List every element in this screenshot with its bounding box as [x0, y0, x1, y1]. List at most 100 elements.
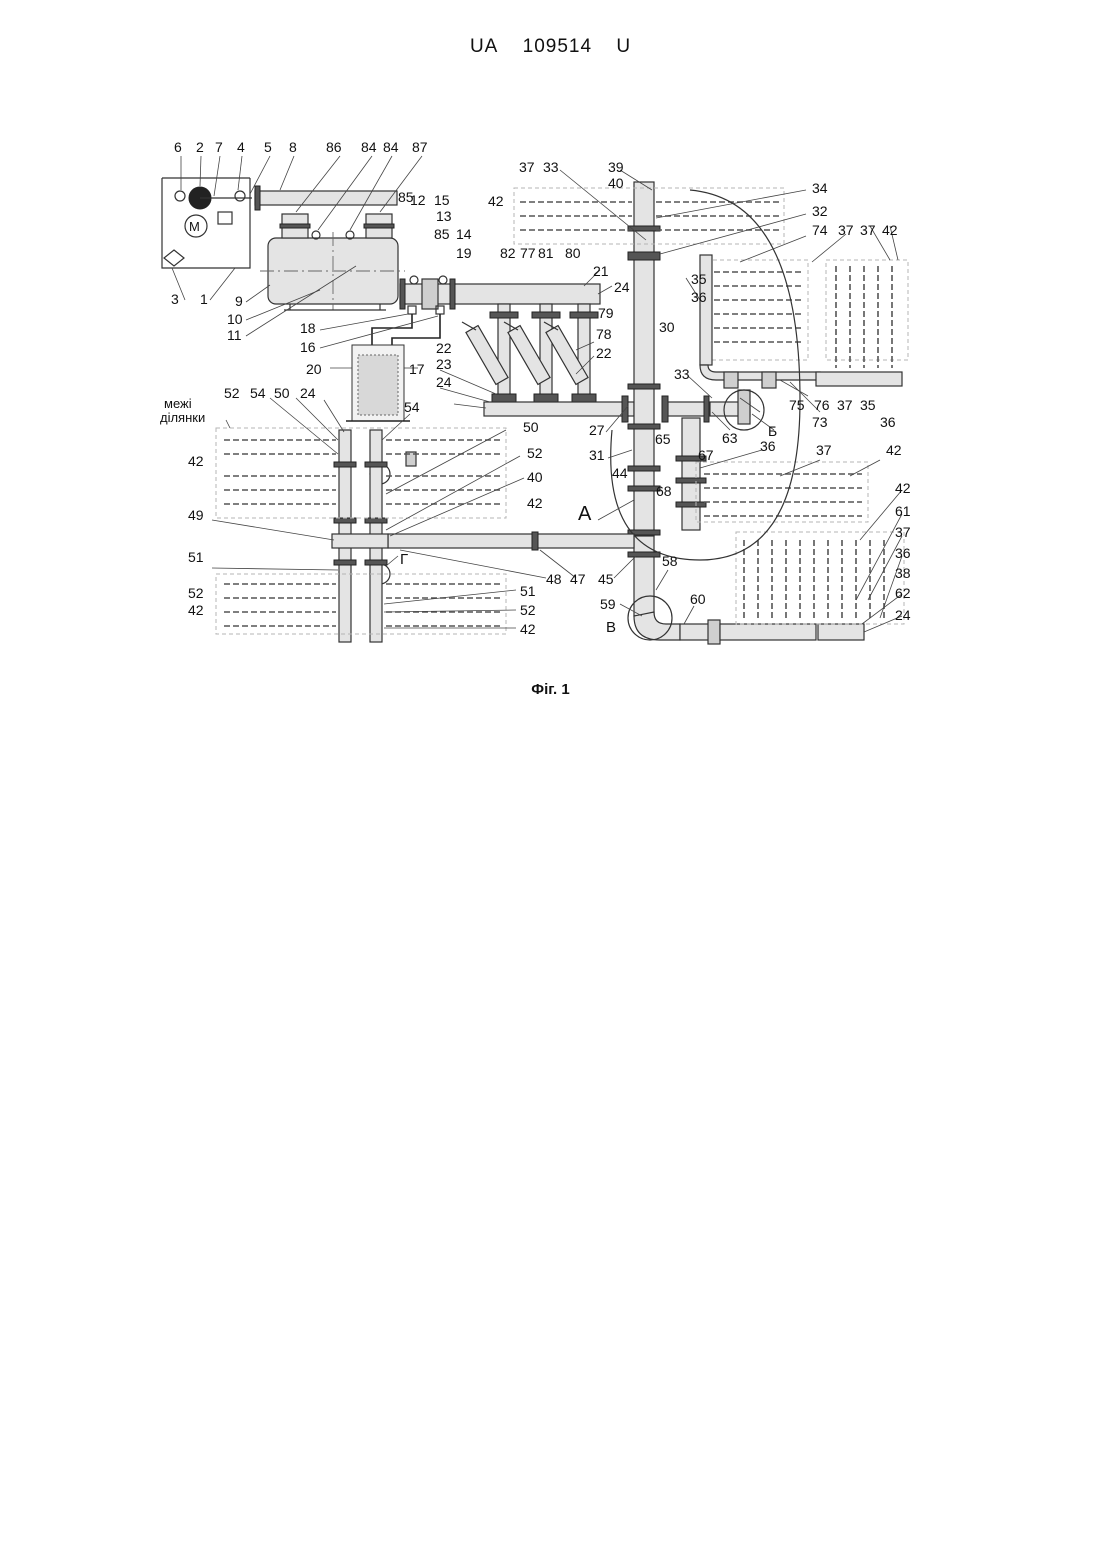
label-18: 18	[300, 320, 316, 336]
boundary-label-2: ділянки	[160, 410, 205, 425]
label-21: 21	[593, 263, 609, 279]
label-16: 16	[300, 339, 316, 355]
label-13: 13	[436, 208, 452, 224]
label-52: 52	[188, 585, 204, 601]
label-9: 9	[235, 293, 243, 309]
label-24: 24	[300, 385, 316, 401]
label-4: 4	[237, 139, 245, 155]
label-73: 73	[812, 414, 828, 430]
label-37: 37	[837, 397, 853, 413]
label-52: 52	[527, 445, 543, 461]
label-37: 37	[838, 222, 854, 238]
label-42: 42	[895, 480, 911, 496]
label-52: 52	[224, 385, 240, 401]
label-35: 35	[860, 397, 876, 413]
label-20: 20	[306, 361, 322, 377]
part-labels: 6 2 7 4 5 8 86 84 84 87 3 1 9 10 11 85 1…	[160, 139, 911, 637]
label-42: 42	[527, 495, 543, 511]
label-84: 84	[383, 139, 399, 155]
fertilizer-tank	[346, 314, 440, 421]
label-82: 82	[500, 245, 516, 261]
label-80: 80	[565, 245, 581, 261]
label-34: 34	[812, 180, 828, 196]
label-40: 40	[608, 175, 624, 191]
label-37: 37	[519, 159, 535, 175]
label-33: 33	[674, 366, 690, 382]
label-79: 79	[598, 305, 614, 321]
figure-caption: Фіг. 1	[0, 681, 1101, 698]
label-40: 40	[527, 469, 543, 485]
label-62: 62	[895, 585, 911, 601]
label-74: 74	[812, 222, 828, 238]
label-31: 31	[589, 447, 605, 463]
label-59: 59	[600, 596, 616, 612]
hydrocyclone-filters	[462, 304, 598, 402]
label-47: 47	[570, 571, 586, 587]
label-35: 35	[691, 271, 707, 287]
label-23: 23	[436, 356, 452, 372]
label-2: 2	[196, 139, 204, 155]
label-77: 77	[520, 245, 536, 261]
label-63: 63	[722, 430, 738, 446]
label-78: 78	[596, 326, 612, 342]
label-87: 87	[412, 139, 428, 155]
label-1: 1	[200, 291, 208, 307]
label-36: 36	[880, 414, 896, 430]
label-37: 37	[860, 222, 876, 238]
label-12: 12	[410, 192, 426, 208]
label-6: 6	[174, 139, 182, 155]
label-22: 22	[436, 340, 452, 356]
label-60: 60	[690, 591, 706, 607]
label-42: 42	[882, 222, 898, 238]
label-54: 54	[250, 385, 266, 401]
label-15: 15	[434, 192, 450, 208]
label-76: 76	[814, 397, 830, 413]
distribution-pipe	[388, 532, 634, 550]
label-19: 19	[456, 245, 472, 261]
label-45: 45	[598, 571, 614, 587]
label-38: 38	[895, 565, 911, 581]
label-33: 33	[543, 159, 559, 175]
label-24: 24	[614, 279, 630, 295]
detail-a: А	[578, 503, 592, 525]
label-3: 3	[171, 291, 179, 307]
label-27: 27	[589, 422, 605, 438]
label-10: 10	[227, 311, 243, 327]
label-5: 5	[264, 139, 272, 155]
label-37: 37	[816, 442, 832, 458]
label-61: 61	[895, 503, 911, 519]
label-14: 14	[456, 226, 472, 242]
label-58: 58	[662, 553, 678, 569]
label-22: 22	[596, 345, 612, 361]
label-48: 48	[546, 571, 562, 587]
label-7: 7	[215, 139, 223, 155]
detail-g: Г	[400, 551, 408, 568]
tank	[260, 214, 405, 310]
pump-unit: M	[162, 178, 252, 268]
label-42: 42	[520, 621, 536, 637]
label-50: 50	[274, 385, 290, 401]
field-right-upper	[700, 255, 908, 388]
label-68: 68	[656, 483, 672, 499]
label-42: 42	[188, 453, 204, 469]
motor-symbol: M	[189, 219, 200, 234]
label-24: 24	[895, 607, 911, 623]
label-24: 24	[436, 374, 452, 390]
label-52: 52	[520, 602, 536, 618]
label-86: 86	[326, 139, 342, 155]
label-17: 17	[409, 361, 425, 377]
field-right-lower	[736, 532, 904, 624]
label-44: 44	[612, 465, 628, 481]
label-49: 49	[188, 507, 204, 523]
label-42: 42	[188, 602, 204, 618]
label-8: 8	[289, 139, 297, 155]
label-65: 65	[655, 431, 671, 447]
label-36: 36	[760, 438, 776, 454]
boundary-label-1: межі	[164, 396, 192, 411]
label-32: 32	[812, 203, 828, 219]
detail-b: Б	[768, 423, 777, 439]
label-51: 51	[520, 583, 536, 599]
label-50: 50	[523, 419, 539, 435]
label-36: 36	[895, 545, 911, 561]
